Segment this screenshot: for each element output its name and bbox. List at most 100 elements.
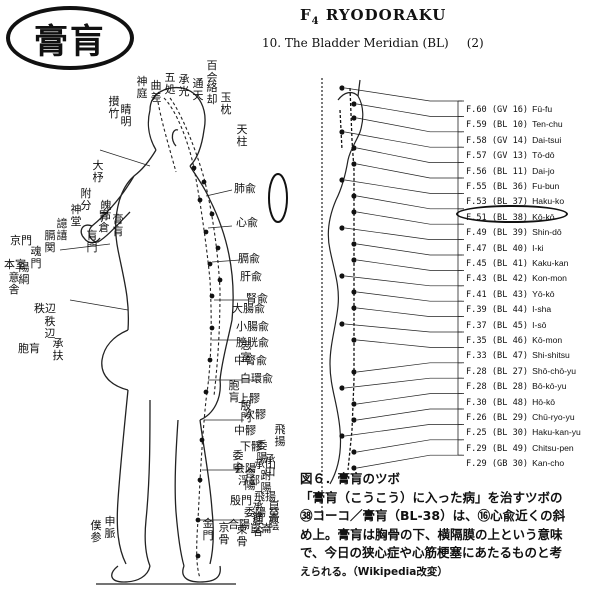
figure-label-horizontal: 委陽	[244, 506, 266, 519]
acupoint-name: Hō-kō	[532, 396, 556, 407]
point-leader-line	[356, 439, 462, 453]
figure-label-vertical: 附分	[80, 187, 92, 212]
acupoint-row: F.59 (BL 10)Ten-chu	[466, 112, 563, 131]
figure-label-horizontal: 次髎	[244, 408, 266, 421]
figure-label-vertical: 承光	[178, 73, 190, 98]
point-leader-line	[356, 339, 462, 348]
chart-subtitle-text: 10. The Bladder Meridian (BL)	[262, 36, 449, 50]
point-leader-line	[344, 87, 462, 102]
point-leader-line	[356, 362, 462, 373]
back-acupoint-dot	[351, 209, 357, 215]
figure-label-horizontal: 浮郄	[238, 474, 260, 487]
figure-label-vertical: 神堂	[70, 203, 82, 228]
point-leader-line	[344, 227, 462, 240]
point-brackets	[457, 100, 464, 456]
acupoint-code: F.60 (GV 16)	[466, 105, 529, 115]
figure-label-horizontal: 秩辺	[34, 302, 56, 315]
acupoint-name: I-ki	[532, 242, 544, 253]
chart-title: F4 RYODORAKU	[300, 6, 446, 27]
point-leader-line	[356, 211, 462, 225]
figure-label-vertical: 飛揚	[274, 423, 286, 448]
acupoint-code: F.59 (BL 10)	[466, 120, 529, 131]
point-leader-line	[356, 307, 462, 317]
figure-label-vertical: 意舎	[8, 271, 20, 296]
acupoint-code: F.55 (BL 36)	[466, 182, 529, 192]
acupoint-row: F.39 (BL 44)I-sha	[466, 297, 551, 316]
figure-label-horizontal: 白環兪	[240, 372, 273, 385]
figure-label-horizontal: 腎兪	[246, 292, 268, 305]
acupoint-row: F.51 (BL 38)Kō-kō	[466, 205, 555, 224]
figure-label-horizontal: 下髎	[240, 440, 262, 453]
acupoint-code: F.26 (BL 29)	[466, 413, 529, 423]
point-leader-line	[344, 424, 462, 437]
acupoint-name: Kaku-kan	[532, 258, 569, 268]
caption-line-3: ㊳コーコ／膏肓（BL-38）は、⑯心兪近くの斜	[300, 508, 566, 523]
point-leader-line	[344, 179, 462, 194]
acupoint-row: F.58 (GV 14)Dai-tsui	[466, 128, 561, 147]
figure-label-vertical: 膏肓	[112, 213, 124, 238]
point-leader-line	[356, 454, 462, 469]
stamp-oval: 膏肓	[6, 6, 134, 70]
figure-label-vertical: 志室	[240, 339, 252, 364]
point-leader-line	[344, 377, 462, 389]
acupoint-row: F.29 (BL 49)Chitsu-pen	[466, 436, 574, 455]
acupoint-code: F.25 (BL 30)	[466, 428, 529, 439]
point-leader-line	[356, 291, 462, 302]
acupoint-name: Dai-tsui	[532, 134, 562, 145]
acupoint-code: F.41 (BL 43)	[466, 289, 529, 300]
acupoint-code: F.30 (BL 48)	[466, 397, 529, 408]
figure-label-horizontal: 会陽	[234, 462, 256, 475]
acupoint-name: Yō-kō	[532, 288, 555, 299]
acupoint-row: F.45 (BL 41)Kaku-kan	[466, 251, 568, 270]
figure-label-horizontal: 崑崙	[250, 522, 272, 535]
figure-label-vertical: 絡却	[206, 81, 218, 106]
acupoint-name: Dai-jo	[532, 165, 555, 176]
figure-label-vertical: 跗陽	[260, 469, 272, 494]
acupoint-code: F.35 (BL 46)	[466, 336, 529, 346]
acupoint-row: F.55 (BL 36)Fu-bun	[466, 174, 559, 193]
figure-label-vertical: 膈関	[44, 229, 56, 254]
acupoint-code: F.49 (BL 39)	[466, 228, 529, 239]
back-acupoint-dot	[351, 161, 357, 167]
acupoint-name: Kō-mon	[532, 335, 563, 345]
acupoint-name: Haku-ko	[532, 196, 565, 207]
point-leader-lines	[344, 87, 462, 469]
figure-label-horizontal: 心兪	[236, 216, 258, 229]
figure-label-horizontal: 上髎	[238, 392, 260, 405]
acupoint-name: Ten-chu	[532, 119, 563, 130]
chart-title-rest: RYODORAKU	[319, 6, 447, 24]
figure-label-vertical: 委中	[232, 449, 244, 474]
acupoint-code: F.57 (GV 13)	[466, 151, 529, 162]
back-acupoint-dot	[339, 321, 345, 327]
acupoint-code: F.33 (BL 47)	[466, 351, 529, 362]
acupoint-code: F.29 (GB 30)	[466, 459, 529, 470]
acupoint-name: Bō-kō-yu	[532, 381, 567, 392]
acupoint-code: F.37 (BL 45)	[466, 320, 529, 331]
caption: 図６．膏肓のツボ 「膏肓（こうこう）に入った病」を治すツボの ㊳コーコ／膏肓（B…	[300, 470, 600, 581]
figure-label-vertical: 委陽	[256, 439, 268, 464]
figure-label-vertical: 通天	[192, 77, 204, 102]
back-silhouette	[321, 78, 364, 520]
point-leader-line	[356, 393, 462, 405]
back-acupoint-dot	[351, 241, 357, 247]
acupoint-code: F.53 (BL 37)	[466, 197, 529, 208]
acupoint-row: F.49 (BL 39)Shin-dō	[466, 220, 562, 239]
acupoint-row: F.35 (BL 46)Kō-mon	[466, 328, 562, 347]
point-leader-line	[344, 323, 462, 333]
back-acupoint-dots	[339, 85, 357, 471]
figure-label-vertical: 大杼	[92, 159, 104, 184]
caption-heading: 図６．膏肓のツボ	[300, 471, 401, 486]
figure-label-vertical: 魄戸	[100, 199, 112, 224]
back-acupoint-dot	[351, 115, 357, 121]
acupoint-code: F.28 (BL 27)	[466, 366, 529, 377]
back-acupoint-dot	[351, 101, 357, 107]
figure-label-vertical: 承山	[264, 453, 276, 478]
acupoint-row: F.60 (GV 16)Fū-fu	[466, 97, 552, 116]
acupoint-dots	[191, 165, 223, 559]
figure-label-vertical: 胃倉	[98, 209, 110, 234]
figure-label-horizontal: 京門	[10, 234, 32, 247]
figure-label-vertical: 承扶	[52, 337, 64, 362]
back-acupoint-dot	[351, 417, 357, 423]
figure-label-vertical: 承筋	[252, 499, 264, 524]
